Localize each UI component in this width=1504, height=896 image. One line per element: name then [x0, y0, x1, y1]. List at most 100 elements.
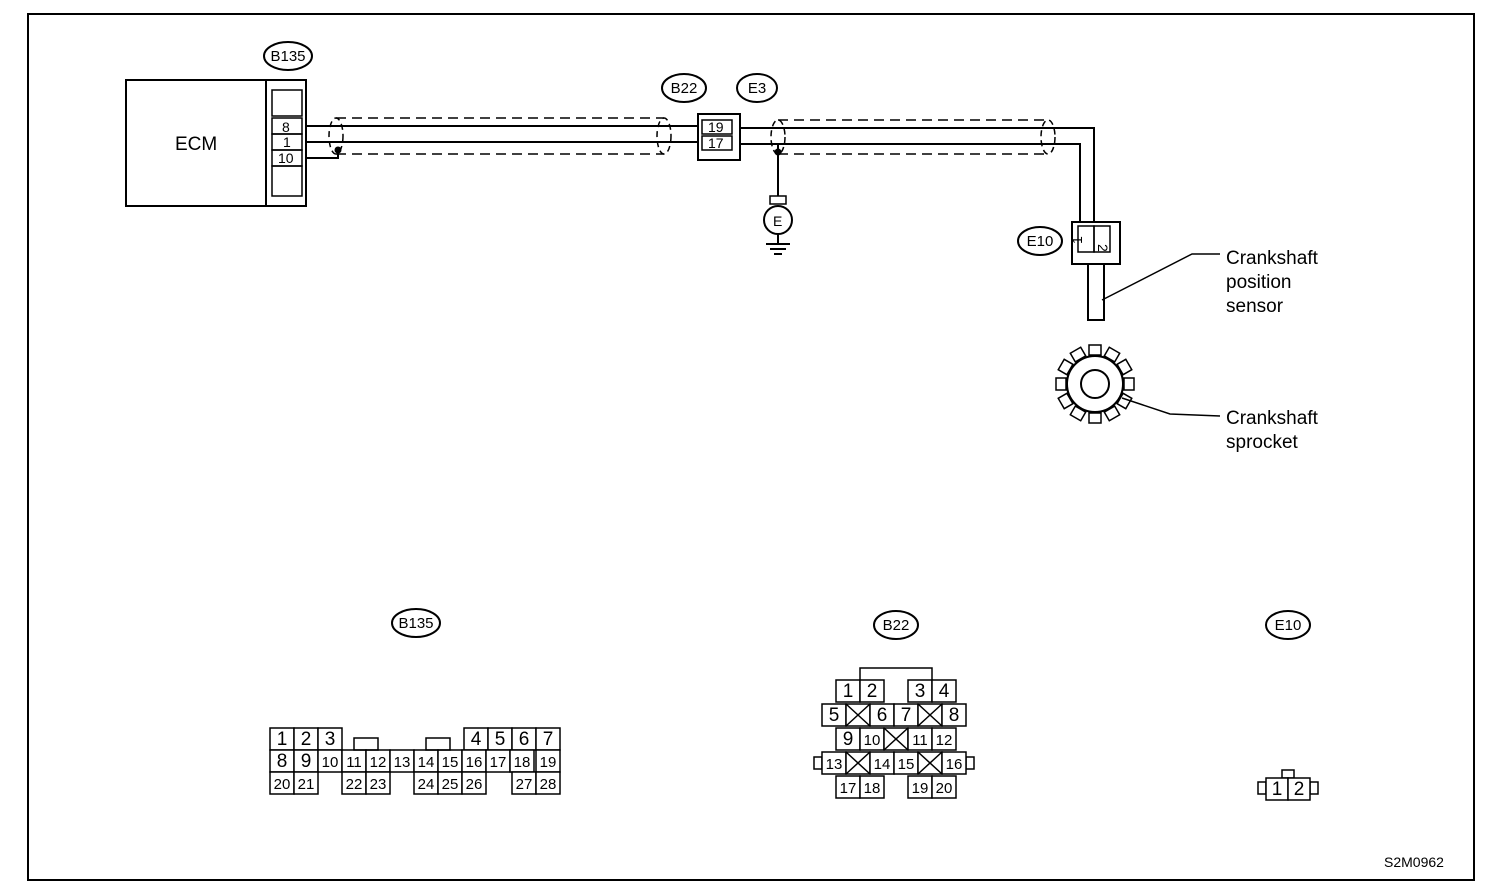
svg-text:B22: B22 [883, 617, 910, 634]
svg-text:3: 3 [915, 681, 926, 702]
b22-pin-10: 10 [859, 727, 885, 751]
svg-text:2: 2 [867, 681, 878, 702]
svg-text:15: 15 [442, 754, 459, 771]
e10-side-tab [1309, 781, 1319, 795]
svg-text:13: 13 [394, 754, 411, 771]
b22-pin-20: 20 [931, 775, 957, 799]
connector-ref-b22-bottom: B22 [873, 610, 919, 640]
svg-text:7: 7 [901, 705, 912, 726]
connector-ref-b135-top: B135 [263, 41, 313, 71]
connector-ref-b135-bottom: B135 [391, 608, 441, 638]
b135-pin-8: 8 [269, 749, 295, 773]
crankshaft-sprocket [1055, 344, 1135, 424]
svg-text:6: 6 [519, 729, 530, 750]
svg-text:4: 4 [471, 729, 482, 750]
b135-pin-11: 11 [341, 749, 367, 773]
svg-text:16: 16 [946, 756, 963, 773]
b135-pin-16: 16 [461, 749, 487, 773]
svg-text:E10: E10 [1027, 233, 1054, 250]
b135-pin-10: 10 [317, 749, 343, 773]
svg-text:10: 10 [864, 732, 881, 749]
svg-text:B135: B135 [398, 615, 433, 632]
e10-pin-2: 2 [1287, 777, 1311, 801]
b22-pin-17: 17 [708, 135, 724, 151]
svg-text:B22: B22 [671, 80, 698, 97]
b135-pin-3: 3 [317, 727, 343, 751]
b135-pin-9: 9 [293, 749, 319, 773]
svg-text:18: 18 [864, 780, 881, 797]
b22-pin-9: 9 [835, 727, 861, 751]
svg-text:E10: E10 [1275, 617, 1302, 634]
b135-lock-tab [353, 737, 379, 751]
e10-lock-tab [1281, 769, 1295, 779]
svg-text:14: 14 [874, 756, 891, 773]
e10-pin-2: 2 [1095, 244, 1111, 252]
b135-pin-14: 14 [413, 749, 439, 773]
sprocket-tooth [1057, 392, 1074, 410]
b22-pin-1: 1 [835, 679, 861, 703]
ecm-label: ECM [175, 134, 217, 155]
svg-text:8: 8 [277, 751, 288, 772]
ground-symbol [763, 195, 793, 255]
b135-pin-7: 7 [535, 727, 561, 751]
svg-text:2: 2 [1294, 779, 1305, 800]
b135-pin-22: 22 [341, 771, 367, 795]
e10-pin-1: 1 [1069, 236, 1085, 244]
svg-text:24: 24 [418, 776, 435, 793]
b135-pin-1: 1 [269, 727, 295, 751]
svg-text:10: 10 [322, 754, 339, 771]
ecm-pin-8: 8 [282, 119, 290, 135]
b22-pin-8: 8 [941, 703, 967, 727]
b135-pin-24: 24 [413, 771, 439, 795]
svg-text:28: 28 [540, 776, 557, 793]
b22-pin-7: 7 [893, 703, 919, 727]
sprocket-tooth [1088, 344, 1102, 356]
sprocket-tooth [1116, 358, 1133, 376]
b22-pin-19: 19 [907, 775, 933, 799]
svg-text:B135: B135 [270, 48, 305, 65]
b135-pin-18: 18 [509, 749, 535, 773]
b22-pin-6: 6 [869, 703, 895, 727]
ecm-pin-10: 10 [278, 150, 294, 166]
leader-sensor [1101, 253, 1220, 301]
b22-pin-4: 4 [931, 679, 957, 703]
b22-pin-19: 19 [708, 119, 724, 135]
e10-pin-1: 1 [1265, 777, 1289, 801]
blank-cavity [917, 751, 943, 775]
b135-pin-5: 5 [487, 727, 513, 751]
sensor-label-line2: position [1226, 272, 1292, 293]
svg-text:16: 16 [466, 754, 483, 771]
sprocket-tooth [1123, 377, 1135, 391]
svg-text:19: 19 [540, 754, 557, 771]
svg-text:15: 15 [898, 756, 915, 773]
sprocket-label-line2: sprocket [1226, 432, 1299, 453]
svg-text:9: 9 [843, 729, 854, 750]
b22-lock-bar [859, 667, 933, 680]
connector-ref-e10-side: E10 [1017, 226, 1063, 256]
b22-pin-16: 16 [941, 751, 967, 775]
connector-ref-e3: E3 [736, 73, 778, 103]
b22-pin-15: 15 [893, 751, 919, 775]
ecm-unit: ECM 8 1 10 [125, 79, 307, 207]
diagram-frame [27, 13, 1475, 881]
b22-pin-13: 13 [821, 751, 847, 775]
svg-text:21: 21 [298, 776, 315, 793]
b22-pin-18: 18 [859, 775, 885, 799]
svg-text:7: 7 [543, 729, 554, 750]
sprocket-tooth [1057, 358, 1074, 376]
blank-cavity [917, 703, 943, 727]
svg-text:6: 6 [877, 705, 888, 726]
b135-pin-28: 28 [535, 771, 561, 795]
svg-text:20: 20 [274, 776, 291, 793]
b135-pin-13: 13 [389, 749, 415, 773]
b135-pin-23: 23 [365, 771, 391, 795]
b22-pin-11: 11 [907, 727, 933, 751]
svg-text:23: 23 [370, 776, 387, 793]
svg-text:27: 27 [516, 776, 533, 793]
b22-pin-3: 3 [907, 679, 933, 703]
svg-text:12: 12 [370, 754, 387, 771]
svg-text:5: 5 [495, 729, 506, 750]
connector-ref-e10-bottom: E10 [1265, 610, 1311, 640]
